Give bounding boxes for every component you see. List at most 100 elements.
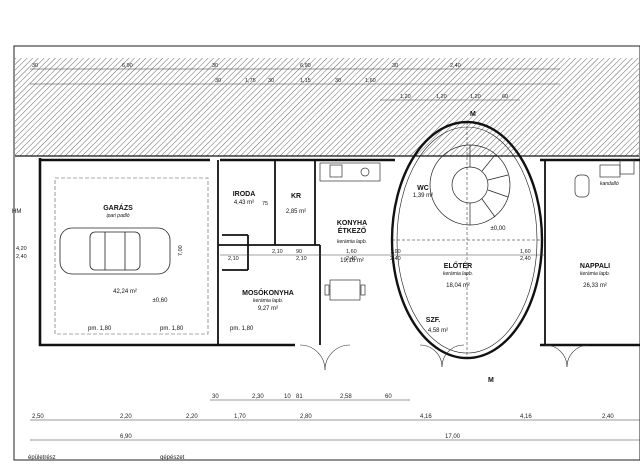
bottom-r1-4: 81 (296, 394, 303, 400)
top-dim-r2-1: 30 (215, 78, 221, 84)
room-labels: GARÁZS ipari padló 42,24 m² ±0,60 IRODA … (103, 185, 610, 334)
top-dim-r2-4: 1,15 (300, 78, 311, 84)
eloter-area: 18,04 m² (446, 283, 470, 289)
top-dim-3: 30 (212, 63, 218, 69)
nappali-area: 26,33 m² (583, 283, 607, 289)
spiral-staircase (429, 144, 511, 226)
garage-level: ±0,60 (153, 298, 169, 304)
left-dim-1: 4,20 (16, 246, 27, 252)
hm-label: HM (12, 209, 21, 215)
top-dim-4: 6,90 (300, 63, 311, 69)
konyha-floor: kerámia lapb. (337, 239, 367, 245)
wc-name: WC (417, 185, 429, 192)
bottom-r2-1: 2,50 (32, 414, 44, 420)
bottom-r3-2: 17,00 (445, 434, 461, 440)
mid-dim-10: 1,60 (520, 249, 531, 255)
bathroom-fixtures (574, 159, 635, 198)
top-dim-6: 2,40 (450, 63, 461, 69)
left-dim-2: 2,40 (16, 254, 27, 260)
mid-dim-7: 2,40 (346, 256, 357, 262)
iroda-name: IRODA (233, 191, 256, 198)
oval-entrance (390, 120, 544, 360)
moso-area: 9,27 m² (258, 306, 278, 312)
section-mark-top: M (470, 111, 476, 118)
bottom-r2-5: 2,80 (300, 414, 312, 420)
mid-dim-9: 2,40 (390, 256, 401, 262)
left-dim-3: 7,00 (178, 245, 184, 256)
top-dim-r3-2: 1,20 (436, 94, 447, 100)
pm-label-2: pm. 1,80 (160, 326, 184, 332)
misc-labels: HM kandalló pm. 1,80 pm. 1,80 pm. 1,80 M… (12, 111, 619, 384)
garage-name: GARÁZS (103, 203, 133, 212)
door-swings (299, 344, 590, 371)
car-symbol (59, 227, 171, 275)
drawing-frame (13, 45, 640, 461)
kitchen-fixtures (319, 162, 381, 301)
pm-label-1: pm. 1,80 (88, 326, 112, 332)
bottom-note-1: épületrész (28, 455, 56, 461)
top-dim-texts: 30 6,90 30 6,90 30 2,40 30 1,75 30 1,15 … (32, 63, 508, 100)
outer-walls (38, 158, 640, 347)
szf-name: SZF. (426, 317, 440, 324)
szf-area: 4,58 m² (428, 328, 448, 334)
left-dim-texts: 4,20 2,40 7,00 (16, 245, 184, 260)
kr-area: 2,85 m² (286, 209, 306, 215)
konyha-area: 19,16 m² (340, 258, 364, 264)
bottom-r2-3: 2,20 (186, 414, 198, 420)
inner-walls (217, 160, 546, 345)
nappali-floor: kerámia lapb. (580, 271, 610, 277)
garage-area: 42,24 m² (113, 289, 137, 295)
bottom-dimension-lines (30, 399, 640, 441)
mid-dim-8: 1,90 (390, 249, 401, 255)
eloter-level: ±0,00 (491, 226, 507, 232)
iroda-area: 4,43 m² (234, 200, 254, 206)
terrain-hatch (15, 58, 639, 156)
eloter-floor: kerámia lapb. (443, 271, 473, 277)
top-dim-r3-3: 1,20 (470, 94, 481, 100)
bottom-dim-texts: 30 2,30 10 81 2,58 60 2,50 2,20 2,20 1,7… (28, 394, 614, 461)
top-dimensions (30, 68, 560, 101)
bottom-r2-4: 1,70 (234, 414, 246, 420)
mid-dim-3: 2,10 (272, 249, 283, 255)
kandallo-label: kandalló (600, 181, 619, 187)
top-dim-r3-4: 60 (502, 94, 508, 100)
mid-dim-1: 2,10 (228, 256, 239, 262)
mid-dim-4: 90 (296, 249, 302, 255)
bottom-r1-5: 2,58 (340, 394, 352, 400)
top-dim-r2-5: 30 (335, 78, 341, 84)
bottom-r1-6: 60 (385, 394, 392, 400)
mid-dim-5: 2,10 (296, 256, 307, 262)
kr-name: KR (291, 193, 301, 200)
eloter-name: ELŐTÉR (444, 261, 472, 270)
top-dim-2: 6,90 (122, 63, 133, 69)
pm-label-3: pm. 1,80 (230, 326, 254, 332)
top-dim-r2-6: 1,60 (365, 78, 376, 84)
nappali-name: NAPPALI (580, 263, 610, 270)
mid-dim-11: 2,40 (520, 256, 531, 262)
moso-floor: kerámia lapb. (253, 298, 283, 304)
mid-dim-2: 75 (262, 201, 268, 207)
mid-dim-texts: 2,10 75 2,10 90 2,10 1,60 2,40 1,90 2,40… (228, 201, 531, 262)
garage-floor: ipari padló (106, 213, 129, 219)
top-dim-r2-3: 30 (268, 78, 274, 84)
moso-name: MOSÓKONYHA (242, 288, 294, 297)
bottom-r2-6: 4,16 (420, 414, 432, 420)
bottom-note-2: gépészet (160, 455, 185, 461)
top-dim-r3-1: 1,20 (400, 94, 411, 100)
top-dim-1: 30 (32, 63, 38, 69)
section-mark-bottom: M (488, 377, 494, 384)
bottom-r1-2: 2,30 (252, 394, 264, 400)
bottom-r2-8: 2,40 (602, 414, 614, 420)
bottom-r2-2: 2,20 (120, 414, 132, 420)
bottom-r1-3: 10 (284, 394, 291, 400)
garage-outline (54, 177, 209, 335)
bottom-r2-7: 4,16 (520, 414, 532, 420)
bottom-r1-1: 30 (212, 394, 219, 400)
mid-dim-6: 1,60 (346, 249, 357, 255)
bottom-r3-1: 6,90 (120, 434, 132, 440)
top-dim-r2-2: 1,75 (245, 78, 256, 84)
top-dim-5: 30 (392, 63, 398, 69)
wc-area: 1,39 m² (413, 193, 433, 199)
